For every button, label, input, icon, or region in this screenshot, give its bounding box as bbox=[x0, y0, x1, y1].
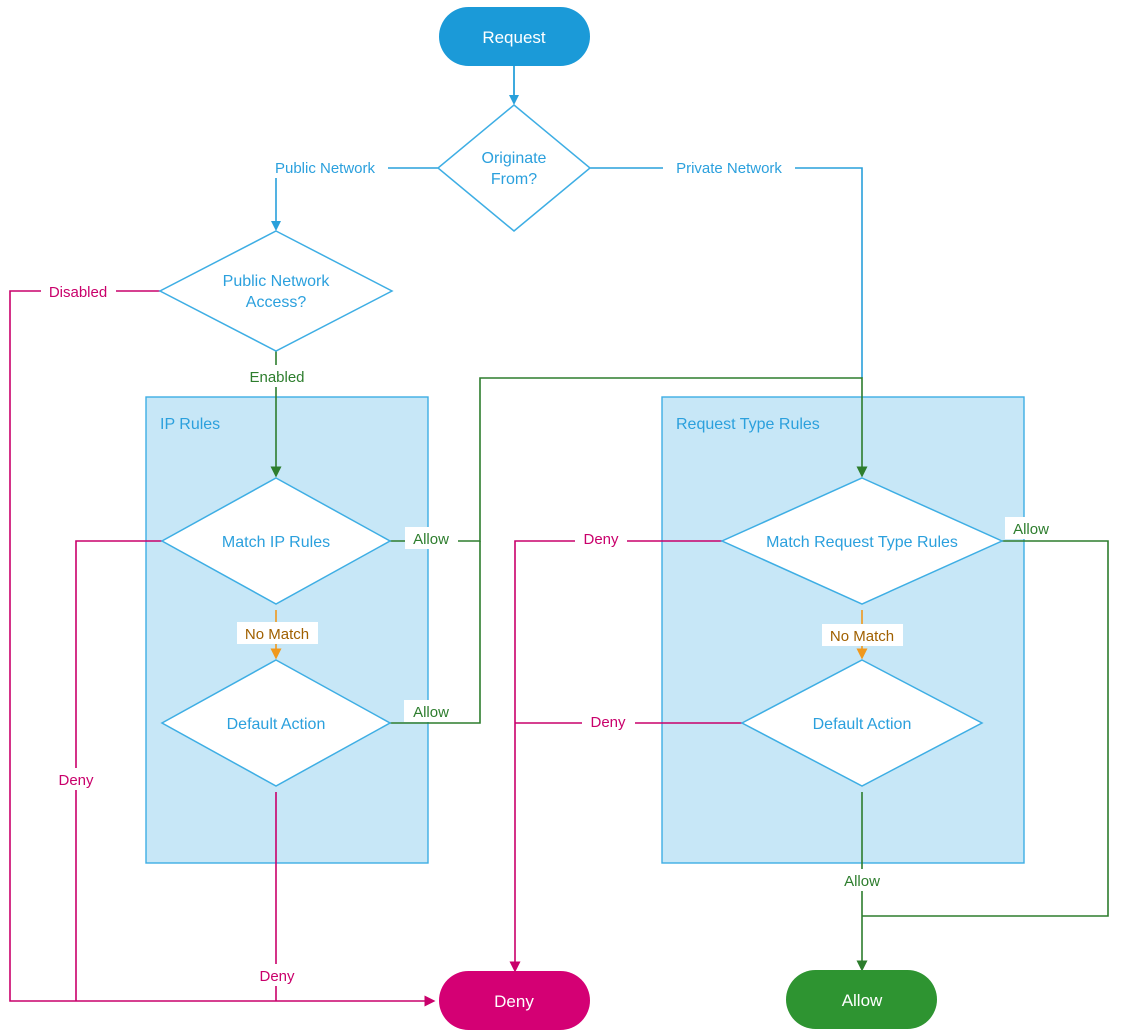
edge-label-rt-default-deny: Deny bbox=[582, 710, 635, 732]
node-request-type-default-action-label: Default Action bbox=[813, 716, 912, 733]
edge-label-rt-match-deny-text: Deny bbox=[583, 531, 619, 548]
edge-ip-default-allow bbox=[390, 541, 481, 724]
edge-label-rt-no-match: No Match bbox=[822, 624, 903, 646]
edge-label-ip-default-deny-text: Deny bbox=[259, 968, 295, 985]
edge-label-rt-default-allow-text: Allow bbox=[844, 873, 880, 890]
request-type-rules-container: Request Type Rules bbox=[661, 396, 1025, 864]
edge-label-rt-match-allow: Allow bbox=[1005, 517, 1060, 539]
edge-private-network bbox=[590, 167, 863, 378]
edge-label-rt-match-deny: Deny bbox=[575, 527, 627, 549]
edge-label-ip-no-match-text: No Match bbox=[245, 626, 309, 643]
node-public-network-access[interactable]: Public Network Access? bbox=[158, 230, 394, 352]
edge-label-ip-default-deny: Deny bbox=[252, 964, 302, 986]
edge-ip-match-deny bbox=[75, 540, 162, 1001]
edge-label-private-network: Private Network bbox=[663, 156, 795, 178]
edge-label-ip-default-allow-text: Allow bbox=[413, 704, 449, 721]
edge-label-disabled-text: Disabled bbox=[49, 284, 107, 301]
edge-label-rt-default-deny-text: Deny bbox=[590, 714, 626, 731]
node-match-request-type-rules-label: Match Request Type Rules bbox=[766, 534, 958, 551]
node-originate-from-label-line2: From? bbox=[491, 171, 537, 188]
ip-rules-container-label: IP Rules bbox=[160, 416, 220, 433]
edge-label-rt-default-allow: Allow bbox=[836, 869, 891, 891]
edge-rt-match-deny bbox=[509, 540, 722, 973]
edge-label-rt-match-allow-text: Allow bbox=[1013, 521, 1049, 538]
node-request[interactable]: Request bbox=[439, 7, 590, 66]
edge-label-disabled: Disabled bbox=[41, 280, 116, 302]
node-deny-terminal-label: Deny bbox=[494, 992, 534, 1011]
edge-label-ip-match-allow: Allow bbox=[405, 527, 458, 549]
edge-label-ip-deny-text: Deny bbox=[58, 772, 94, 789]
node-originate-from[interactable]: Originate From? bbox=[436, 104, 592, 232]
node-allow-terminal[interactable]: Allow bbox=[786, 970, 937, 1029]
node-public-network-access-label-line2: Access? bbox=[246, 294, 307, 311]
node-request-label: Request bbox=[482, 28, 546, 47]
node-match-ip-rules[interactable]: Match IP Rules bbox=[160, 477, 392, 605]
edge-label-enabled-text: Enabled bbox=[249, 369, 304, 386]
node-request-type-default-action[interactable]: Default Action bbox=[740, 659, 984, 787]
edge-label-ip-deny: Deny bbox=[52, 768, 102, 790]
edge-label-public-network: Public Network bbox=[262, 156, 388, 178]
node-match-ip-rules-label: Match IP Rules bbox=[222, 534, 330, 551]
node-match-request-type-rules[interactable]: Match Request Type Rules bbox=[720, 477, 1004, 605]
edge-label-private-network-text: Private Network bbox=[676, 160, 782, 177]
edge-label-ip-default-allow: Allow bbox=[404, 700, 459, 722]
edge-rt-match-allow bbox=[862, 540, 1109, 917]
edge-label-rt-no-match-text: No Match bbox=[830, 628, 894, 645]
edge-label-enabled: Enabled bbox=[243, 365, 311, 387]
node-deny-terminal[interactable]: Deny bbox=[439, 971, 590, 1030]
edge-label-ip-match-allow-text: Allow bbox=[413, 531, 449, 548]
node-ip-default-action[interactable]: Default Action bbox=[160, 659, 392, 787]
request-type-rules-container-label: Request Type Rules bbox=[676, 416, 820, 433]
node-ip-default-action-label: Default Action bbox=[227, 716, 326, 733]
node-originate-from-label-line1: Originate bbox=[482, 150, 547, 167]
node-public-network-access-label-line1: Public Network bbox=[223, 273, 331, 290]
edge-label-ip-no-match: No Match bbox=[237, 622, 318, 644]
edge-label-public-network-text: Public Network bbox=[275, 160, 376, 177]
node-allow-terminal-label: Allow bbox=[842, 991, 883, 1010]
